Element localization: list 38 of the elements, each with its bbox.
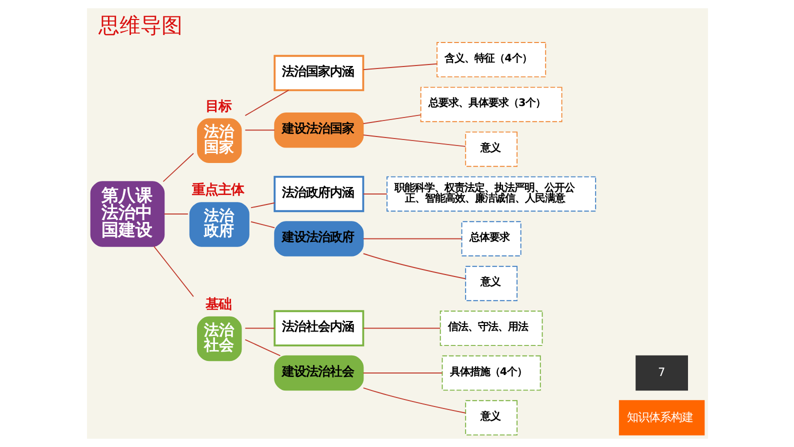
node-box: 建设法治政府 xyxy=(274,221,364,256)
connector xyxy=(244,130,275,131)
connector xyxy=(244,339,280,356)
node-box: 总体要求 xyxy=(460,221,521,256)
connector xyxy=(162,152,194,182)
node-box: 意义 xyxy=(464,132,517,167)
connector xyxy=(250,221,275,228)
connector xyxy=(362,134,466,147)
connector xyxy=(244,328,275,329)
node-box: 建设法治社会 xyxy=(274,355,364,391)
connector xyxy=(244,90,289,116)
connector xyxy=(250,202,275,208)
node-label: 重点主体 xyxy=(191,183,244,198)
connector xyxy=(362,372,442,374)
label: 7 xyxy=(657,364,665,379)
node-label: 目标 xyxy=(205,99,232,114)
node-box: 意义 xyxy=(464,400,517,436)
node-box: 法治国家内涵 xyxy=(273,54,364,92)
connector xyxy=(362,63,437,70)
node-box: 总要求、具体要求（3个） xyxy=(420,86,562,122)
connector xyxy=(153,246,194,298)
node-box: 具体措施（4个） xyxy=(441,355,540,391)
label: 知识体系构建 xyxy=(626,410,693,424)
node-box: 职能科学、权责法定、执法严明、公开公正、智能高效、廉洁诚信、人民满意 xyxy=(386,176,596,212)
connector xyxy=(362,387,466,414)
node-box: 信法、守法、用法 xyxy=(439,310,542,346)
node-label: 基础 xyxy=(205,297,232,312)
connector xyxy=(362,238,462,240)
connector xyxy=(362,328,440,329)
node-box: 法治社会内涵 xyxy=(273,310,364,346)
node-box: 法治政府内涵 xyxy=(273,176,364,212)
node-box: 第八课法治中国建设 xyxy=(90,181,164,247)
diagram-title: 思维导图 xyxy=(98,14,182,38)
node-box: 意义 xyxy=(464,266,517,302)
node-box: 建设法治国家 xyxy=(274,112,364,148)
connector xyxy=(362,114,421,124)
node-box: 含义、特征（4个） xyxy=(436,42,546,78)
connector xyxy=(362,253,466,280)
